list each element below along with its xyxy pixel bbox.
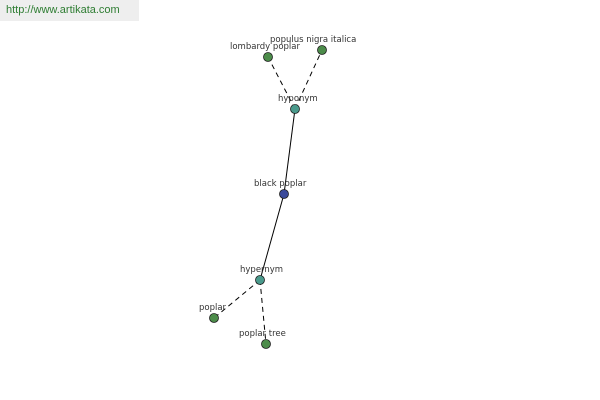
edges-layer xyxy=(213,49,323,345)
edge-hyponym-lombardy xyxy=(267,56,296,110)
node-populus[interactable]: populus nigra italica xyxy=(270,35,356,55)
node-center[interactable]: black poplar xyxy=(254,179,307,199)
node-label-center: black poplar xyxy=(254,179,307,189)
node-label-hyponym: hyponym xyxy=(278,94,318,104)
edge-center-hyponym xyxy=(283,108,296,195)
node-lombardy[interactable]: lombardy poplar xyxy=(230,42,300,62)
node-marker-poplar[interactable] xyxy=(209,313,219,323)
node-label-populus: populus nigra italica xyxy=(270,35,356,45)
edge-hypernym-poplartree xyxy=(259,279,267,345)
node-label-hypernym: hypernym xyxy=(240,265,283,275)
node-marker-hypernym[interactable] xyxy=(255,275,265,285)
edge-hypernym-poplar xyxy=(213,279,261,319)
node-marker-lombardy[interactable] xyxy=(263,52,273,62)
node-marker-poplartree[interactable] xyxy=(261,339,271,349)
node-poplartree[interactable]: poplar tree xyxy=(239,329,286,349)
node-marker-center[interactable] xyxy=(279,189,289,199)
edge-hyponym-populus xyxy=(294,49,323,110)
edge-center-hypernym xyxy=(259,193,285,281)
node-hyponym[interactable]: hyponym xyxy=(278,94,318,114)
node-label-poplartree: poplar tree xyxy=(239,329,286,339)
node-marker-hyponym[interactable] xyxy=(290,104,300,114)
node-label-poplar: poplar xyxy=(199,303,227,313)
node-label-lombardy: lombardy poplar xyxy=(230,42,300,52)
source-url-banner[interactable]: http://www.artikata.com xyxy=(0,0,139,21)
node-hypernym[interactable]: hypernym xyxy=(240,265,283,285)
node-poplar[interactable]: poplar xyxy=(199,303,227,323)
nodes-layer: black poplar hyponym hypernym lombardy popl… xyxy=(199,35,356,349)
node-marker-populus[interactable] xyxy=(317,45,327,55)
